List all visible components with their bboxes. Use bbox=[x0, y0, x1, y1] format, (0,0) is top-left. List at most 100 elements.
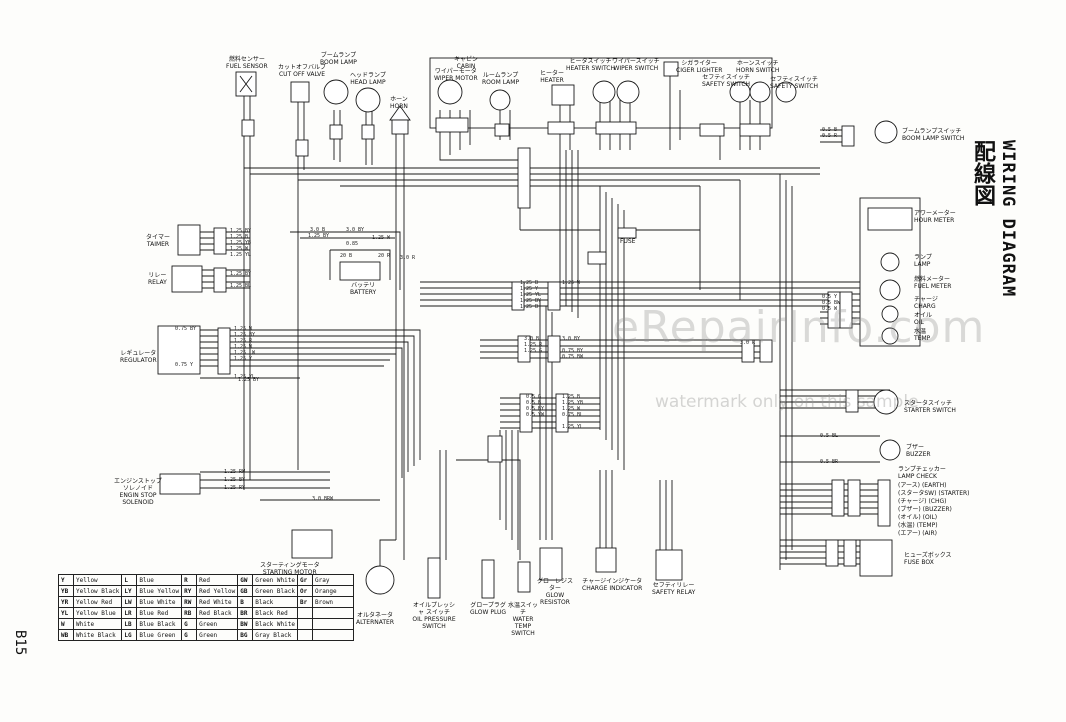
wire-label: 1.25 YB bbox=[562, 400, 584, 406]
legend-color-code: RW bbox=[181, 596, 198, 608]
wire-label: 1.25 YL bbox=[230, 252, 252, 258]
wire-label: 1.25 W bbox=[562, 280, 581, 286]
wire-label: 1.25 Y bbox=[234, 356, 253, 362]
wire-label: 1.25 BY bbox=[234, 332, 256, 338]
wire-label: 0.5 G bbox=[526, 394, 542, 400]
legend-color-code: GB bbox=[237, 585, 254, 597]
wire-label: 0.5 B bbox=[822, 127, 838, 133]
legend-color-code: LR bbox=[121, 607, 138, 619]
wire-label: 1.25 YL bbox=[562, 424, 584, 430]
legend-color-code: Y bbox=[58, 574, 74, 586]
wire-label: 1.25 BY bbox=[520, 298, 542, 304]
legend-color-name: Orange bbox=[311, 585, 354, 597]
wire-label: 0.5 W bbox=[822, 306, 838, 312]
legend-color-code: LB bbox=[121, 618, 138, 630]
legend-color-name: Blue White bbox=[136, 596, 183, 608]
wire-label: 1.25 W bbox=[230, 246, 249, 252]
legend-color-name: White bbox=[72, 618, 123, 630]
wire-label: 3.0 R bbox=[400, 255, 416, 261]
wire-label: 0.5 BR bbox=[820, 459, 839, 465]
legend-color-name: Red White bbox=[196, 596, 239, 608]
wire-label: 1.25 LW bbox=[234, 350, 256, 356]
lamp-check-item: (ブザー) (BUZZER) bbox=[898, 506, 952, 513]
wire-label: 1.25 R bbox=[234, 338, 253, 344]
legend-color-code: LG bbox=[121, 629, 138, 641]
legend-color-code: Gr bbox=[296, 574, 313, 586]
legend-color-name: Yellow Red bbox=[72, 596, 123, 608]
wire-label: 1.25 W bbox=[234, 344, 253, 350]
legend-color-name: Green White bbox=[252, 574, 298, 586]
legend-color-name: Yellow Blue bbox=[72, 607, 123, 619]
diagram-title-en: WIRING DIAGRAM bbox=[998, 140, 1018, 298]
legend-color-code: YB bbox=[58, 585, 74, 597]
legend-color-code: Or bbox=[296, 585, 313, 597]
lamp-check-item: (チャージ) (CHG) bbox=[898, 498, 947, 505]
legend-color-name: Yellow Black bbox=[72, 585, 123, 597]
wire-label: 0.5 YW bbox=[526, 412, 545, 418]
wire-label: 3.0 BRW bbox=[312, 496, 334, 502]
legend-color-code: WB bbox=[58, 629, 74, 641]
lamp-check-item: (アース) (EARTH) bbox=[898, 482, 947, 489]
legend-color-code: B bbox=[237, 596, 254, 608]
wire-label: 1.25 RY bbox=[224, 485, 246, 491]
wire-label: 0.5 B bbox=[526, 400, 542, 406]
legend-color-code bbox=[296, 629, 313, 641]
wire-label: 0.75 BL bbox=[562, 412, 584, 418]
legend-color-name bbox=[311, 629, 354, 641]
legend-color-name: Green Black bbox=[252, 585, 298, 597]
legend-color-name: Blue Yellow bbox=[136, 585, 183, 597]
legend-color-name: Blue Red bbox=[136, 607, 183, 619]
legend-color-code: L bbox=[121, 574, 138, 586]
lamp-check-item: (スタータSW) (STARTER) bbox=[898, 490, 970, 497]
wire-label: 0.5 Y bbox=[822, 294, 838, 300]
legend-color-name: Gray Black bbox=[252, 629, 298, 641]
wire-label: 1.25 B bbox=[520, 280, 539, 286]
wire-label: 0.75 BY bbox=[562, 348, 584, 354]
legend-color-name bbox=[311, 618, 354, 630]
wire-label: 0.75 BY bbox=[175, 326, 197, 332]
legend-color-name: Red bbox=[196, 574, 239, 586]
label-fuse: FUSE bbox=[620, 238, 636, 245]
legend-color-name: Black Red bbox=[252, 607, 298, 619]
wire-label: 1.25 G bbox=[524, 348, 543, 354]
wire-label: 20 B bbox=[340, 253, 353, 259]
legend-color-code: RB bbox=[181, 607, 198, 619]
wire-label: 1.25 BY bbox=[230, 228, 252, 234]
legend-color-code: G bbox=[181, 629, 198, 641]
legend-color-code: R bbox=[181, 574, 198, 586]
legend-color-code: W bbox=[58, 618, 74, 630]
legend-color-name: Blue Green bbox=[136, 629, 183, 641]
watermark-sub: watermark only on this sample bbox=[655, 392, 919, 412]
wire-label: 1.25 YL bbox=[520, 292, 542, 298]
legend-color-code: LY bbox=[121, 585, 138, 597]
